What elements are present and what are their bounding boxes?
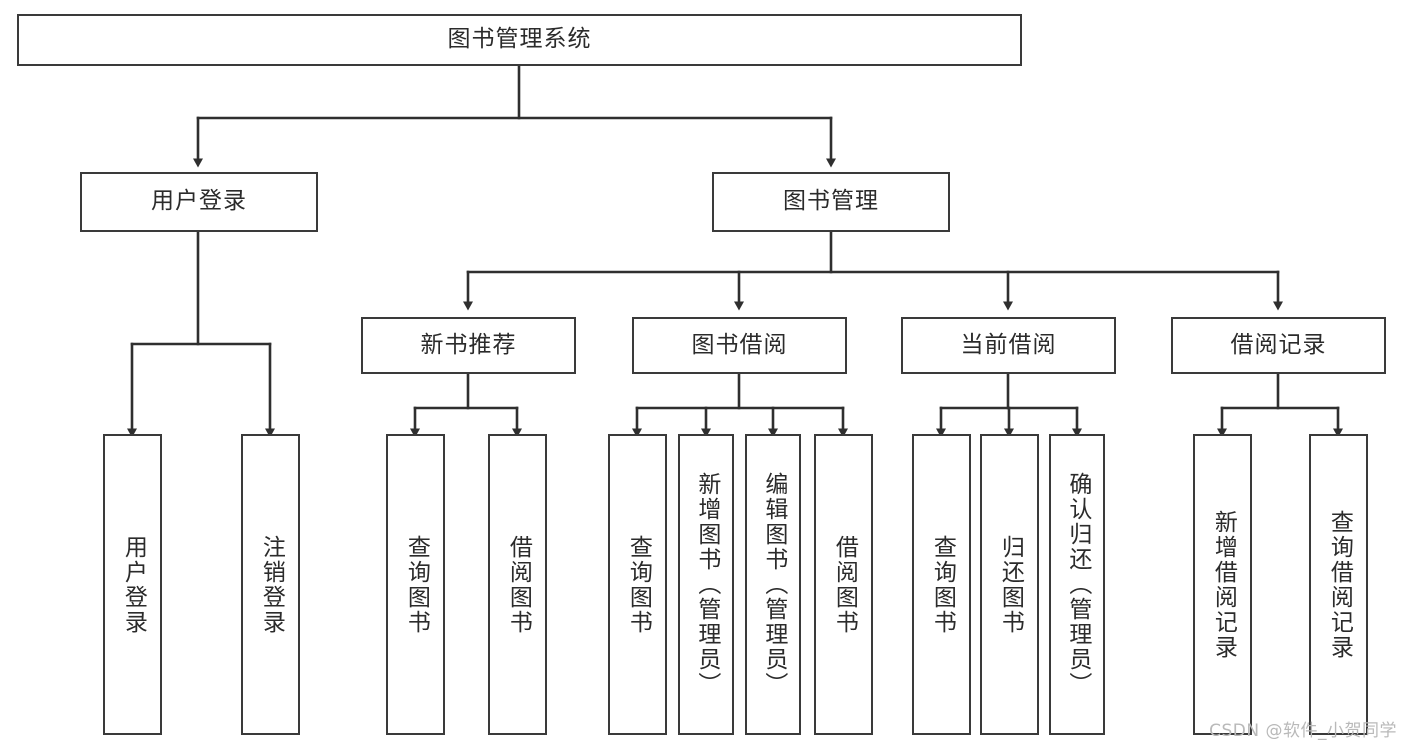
node-label: 新增图书（管理员） <box>693 472 720 697</box>
node-user-login[interactable]: 用户登录 <box>80 172 318 232</box>
node-leaf-borrow-record-query-record[interactable]: 查询借阅记录 <box>1309 434 1368 735</box>
node-label: 归还图书 <box>997 534 1024 635</box>
node-label: 用户登录 <box>151 188 247 215</box>
node-leaf-borrow-record-add-record[interactable]: 新增借阅记录 <box>1193 434 1252 735</box>
node-leaf-user-login-login[interactable]: 用户登录 <box>103 434 162 735</box>
node-leaf-book-borrow-add-book-admin[interactable]: 新增图书（管理员） <box>678 434 734 735</box>
node-leaf-new-book-borrow-book[interactable]: 借阅图书 <box>488 434 547 735</box>
node-label: 查询图书 <box>625 534 652 635</box>
node-label: 借阅记录 <box>1230 331 1327 358</box>
node-leaf-book-borrow-query-book[interactable]: 查询图书 <box>608 434 667 735</box>
node-label: 查询图书 <box>929 534 956 635</box>
node-label: 当前借阅 <box>960 331 1057 358</box>
node-label: 图书管理系统 <box>447 26 592 53</box>
node-label: 借阅图书 <box>505 534 532 635</box>
node-leaf-current-borrow-query-book[interactable]: 查询图书 <box>912 434 971 735</box>
node-label: 确认归还（管理员） <box>1064 472 1091 697</box>
watermark-text: CSDN @软件_小贺同学 <box>1209 721 1397 741</box>
node-root-book-management-system[interactable]: 图书管理系统 <box>17 14 1022 66</box>
node-label: 注销登录 <box>258 534 285 635</box>
node-borrow-record[interactable]: 借阅记录 <box>1171 317 1386 374</box>
node-leaf-current-borrow-confirm-return-admin[interactable]: 确认归还（管理员） <box>1049 434 1105 735</box>
node-label: 借阅图书 <box>831 534 858 635</box>
node-book-borrow[interactable]: 图书借阅 <box>632 317 847 374</box>
node-label: 图书管理 <box>783 188 879 215</box>
node-leaf-book-borrow-edit-book-admin[interactable]: 编辑图书（管理员） <box>745 434 801 735</box>
node-label: 用户登录 <box>120 534 147 635</box>
node-label: 新增借阅记录 <box>1210 509 1237 660</box>
node-leaf-user-login-logout[interactable]: 注销登录 <box>241 434 300 735</box>
node-label: 图书借阅 <box>691 331 788 358</box>
node-label: 查询图书 <box>403 534 430 635</box>
node-label: 编辑图书（管理员） <box>760 472 787 697</box>
node-label: 新书推荐 <box>420 331 517 358</box>
node-new-book-recommend[interactable]: 新书推荐 <box>361 317 576 374</box>
node-leaf-new-book-query-book[interactable]: 查询图书 <box>386 434 445 735</box>
node-current-borrow[interactable]: 当前借阅 <box>901 317 1116 374</box>
node-leaf-book-borrow-borrow-book[interactable]: 借阅图书 <box>814 434 873 735</box>
node-leaf-current-borrow-return-book[interactable]: 归还图书 <box>980 434 1039 735</box>
node-label: 查询借阅记录 <box>1326 509 1353 660</box>
node-book-management[interactable]: 图书管理 <box>712 172 950 232</box>
